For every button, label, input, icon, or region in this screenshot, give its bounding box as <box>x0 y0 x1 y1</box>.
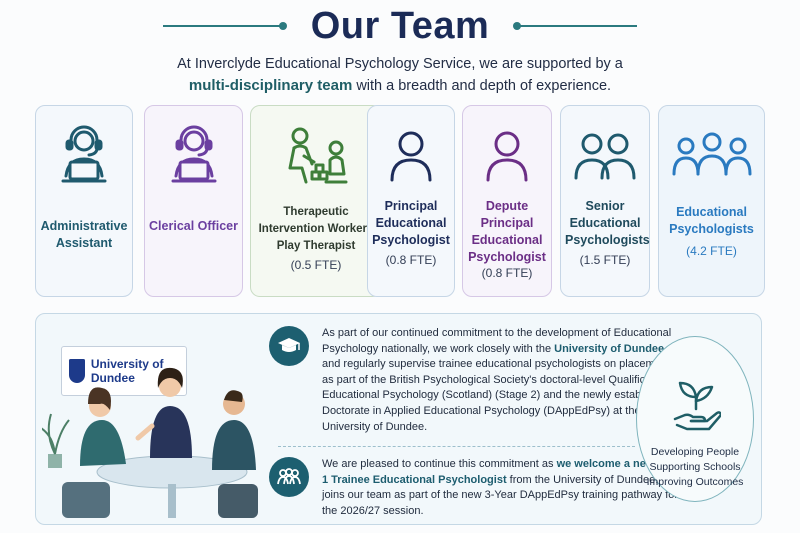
person-icon <box>368 124 454 184</box>
three-people-icon <box>659 124 764 184</box>
intro-line-1: At Inverclyde Educational Psychology Ser… <box>177 56 623 72</box>
intro-line-2: multi-disciplinary team with a breadth a… <box>0 75 800 97</box>
title-row: Our Team <box>0 2 800 50</box>
graduation-cap-icon <box>269 326 309 366</box>
team-card-depute-principal-ep: Depute Principal Educational Psychologis… <box>462 105 552 297</box>
motto-line-1: Developing People <box>650 446 740 458</box>
play-therapy-icon <box>251 124 381 184</box>
meeting-illustration <box>42 367 258 518</box>
title-decoration-right <box>513 22 638 30</box>
section-divider <box>278 446 635 447</box>
partnership-paragraph-2: We are pleased to continue this commitme… <box>322 457 684 519</box>
team-card-title: Principal Educational Psychologist <box>372 199 450 247</box>
group-icon <box>269 457 309 497</box>
team-card-title: Depute Principal Educational Psychologis… <box>468 199 546 264</box>
team-card-title: Senior Educational Psychologists <box>565 199 650 247</box>
team-card-administrative-assistant: Administrative Assistant <box>35 105 133 297</box>
para1-text-b: and regularly supervise trainee educatio… <box>322 358 681 433</box>
team-card-fte: (1.5 FTE) <box>579 253 631 267</box>
partnership-paragraph-1: As part of our continued commitment to t… <box>322 326 684 435</box>
title-decoration-left <box>162 22 287 30</box>
intro-text: At Inverclyde Educational Psychology Ser… <box>0 54 800 97</box>
headset-laptop-icon <box>36 124 132 184</box>
team-card-fte: (0.5 FTE) <box>290 258 342 272</box>
university-shield-icon <box>69 359 85 383</box>
para1-text-a: As part of our continued commitment to t… <box>322 327 672 355</box>
team-card-title: Clerical Officer <box>149 219 238 233</box>
team-card-title: Therapeutic Intervention Worker / Play T… <box>258 206 374 252</box>
intro-line-2-rest: with a breadth and depth of experience. <box>352 78 612 94</box>
motto-circle: Developing People Supporting Schools Imp… <box>636 336 754 502</box>
team-card-principal-ep: Principal Educational Psychologist (0.8 … <box>367 105 455 297</box>
team-card-educational-psychologists: Educational Psychologists (4.2 FTE) <box>658 105 765 297</box>
team-card-senior-eps: Senior Educational Psychologists (1.5 FT… <box>560 105 650 297</box>
team-card-fte: (0.8 FTE) <box>385 253 437 267</box>
man-right-figure <box>212 390 258 518</box>
two-people-icon <box>561 124 649 184</box>
woman-middle-figure <box>135 367 192 458</box>
team-card-clerical-officer: Clerical Officer <box>144 105 243 297</box>
team-cards: Administrative Assistant Clerical Office… <box>35 105 765 297</box>
motto-line-3: Improving Outcomes <box>646 476 744 488</box>
person-icon <box>463 124 551 184</box>
plant-in-hand-icon <box>673 381 721 431</box>
motto-line-2: Supporting Schools <box>649 461 741 473</box>
team-card-title: Administrative Assistant <box>40 219 128 250</box>
university-logo-text: University of Dundee <box>90 357 164 385</box>
team-card-fte: (4.2 FTE) <box>686 244 737 258</box>
woman-left-figure <box>62 387 126 518</box>
headset-laptop-icon <box>145 124 242 184</box>
page-title: Our Team <box>310 4 490 47</box>
team-card-title: Educational Psychologists <box>669 205 754 236</box>
para1-university-name: University of Dundee <box>554 342 665 355</box>
para2-text-b: from the University of Dundee, who joins… <box>322 473 682 517</box>
para2-text-a: We are pleased to continue this commitme… <box>322 458 557 470</box>
team-card-play-therapist: Therapeutic Intervention Worker / Play T… <box>250 105 382 297</box>
team-card-fte: (0.8 FTE) <box>481 266 533 280</box>
plant-icon <box>42 413 70 468</box>
intro-bold: multi-disciplinary team <box>188 77 353 94</box>
motto-text: Developing People Supporting Schools Imp… <box>637 445 753 490</box>
university-partnership-panel: University of Dundee <box>35 313 762 525</box>
